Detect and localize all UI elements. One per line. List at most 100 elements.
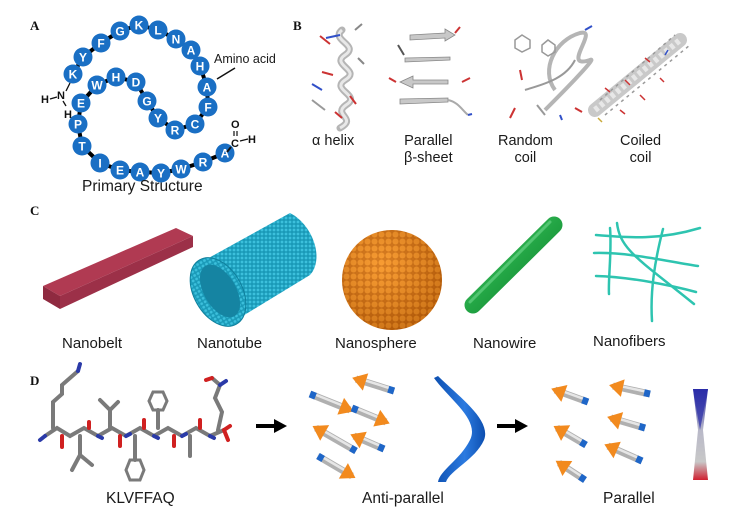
amino-acid-bead: E — [71, 93, 91, 113]
bead-letter: W — [91, 78, 103, 92]
n-terminus-h1: H — [41, 94, 49, 106]
amino-acid-bead: N — [166, 29, 186, 49]
bead-circle — [63, 64, 83, 84]
strand-arrowhead — [607, 412, 624, 430]
beta-strand — [555, 460, 587, 483]
amino-acid-bead: R — [165, 120, 185, 140]
bead-circle — [73, 47, 93, 67]
bead-letter: K — [135, 18, 144, 32]
strand-end — [350, 404, 359, 414]
bead-circle — [148, 108, 168, 128]
panel-letter-d: D — [30, 373, 40, 388]
bead-letter: F — [97, 36, 104, 50]
bead-letter: G — [142, 94, 151, 108]
strand-arrowhead — [609, 379, 625, 397]
klvffaq-molecule — [38, 362, 232, 482]
bead-letter: H — [196, 59, 205, 73]
bead-circle — [110, 21, 130, 41]
amino-acid-annotation: Amino acid — [214, 52, 276, 66]
amino-acid-bead: H — [106, 67, 126, 87]
amino-acid-bead: C — [185, 114, 205, 134]
nanosphere-label: Nanosphere — [335, 335, 417, 352]
strand-end — [638, 422, 646, 432]
beta-strand — [604, 441, 644, 465]
beta-strand — [316, 452, 356, 480]
amino-acid-bead: A — [181, 40, 201, 60]
amino-acid-bead: A — [197, 77, 217, 97]
strand-end — [581, 396, 590, 406]
anti-parallel-strands — [308, 373, 396, 480]
amino-acid-bead: G — [110, 21, 130, 41]
strand-arrowhead — [553, 425, 571, 441]
random-coil-label: Random coil — [498, 133, 553, 166]
bead-letter: R — [171, 123, 180, 137]
coiled-coil-label: Coiled coil — [620, 133, 662, 166]
amino-acid-bead: Y — [73, 47, 93, 67]
panel-letter-c: C — [30, 203, 40, 218]
bead-circle — [171, 159, 191, 179]
amino-acid-bead: E — [110, 160, 130, 180]
alpha-helix-model — [311, 23, 365, 132]
bead-letter: F — [204, 100, 211, 114]
nanowire-shape — [464, 216, 563, 314]
strand-arrowhead — [555, 460, 573, 477]
amino-acid-bead: A — [130, 162, 150, 182]
nanotube-shape — [189, 213, 317, 327]
amino-acid-bead: P — [68, 114, 88, 134]
bead-letter: N — [172, 32, 181, 46]
strand-arrowhead — [337, 397, 354, 415]
n-terminus: H N H — [41, 82, 72, 121]
bead-circle — [181, 40, 201, 60]
strand-end — [308, 390, 317, 400]
bead-circle — [137, 91, 157, 111]
bead-circle — [198, 97, 218, 117]
nanofibers-shape — [592, 221, 702, 323]
beta-strand — [350, 431, 386, 453]
bead-letter: Y — [157, 166, 165, 180]
alpha-helix-label: α helix — [312, 133, 355, 149]
bead-letter: Y — [79, 50, 87, 64]
bead-letter: L — [154, 23, 161, 37]
bead-letter: H — [112, 70, 121, 84]
nanowire-label: Nanowire — [473, 335, 537, 352]
beta-strand — [312, 424, 358, 455]
bead-circle — [130, 162, 150, 182]
bead-letter: R — [199, 155, 208, 169]
bead-circle — [106, 67, 126, 87]
bead-letter: E — [116, 163, 124, 177]
panel-letter-a: A — [30, 18, 40, 33]
bead-letter: A — [136, 165, 145, 179]
strand-end — [635, 455, 644, 465]
bead-letter: G — [115, 24, 124, 38]
strand-arrowhead — [551, 384, 568, 402]
amino-acid-bead: K — [63, 64, 83, 84]
bead-circle — [91, 33, 111, 53]
parallel-label: Parallel — [603, 490, 655, 507]
transition-arrow-2 — [497, 419, 528, 433]
amino-acid-bead: W — [87, 75, 107, 95]
amino-acid-bead: I — [90, 153, 110, 173]
bead-circle — [148, 20, 168, 40]
amino-acid-bead: G — [137, 91, 157, 111]
strand-arrowhead — [350, 431, 367, 449]
bead-letter: A — [221, 146, 230, 160]
bead-letter: I — [98, 156, 101, 170]
nanobelt-shape — [43, 228, 193, 309]
bead-circle — [193, 152, 213, 172]
strand-arrowhead — [373, 409, 390, 427]
beta-strand — [352, 373, 396, 395]
bead-letter: D — [132, 75, 141, 89]
bead-circle — [87, 75, 107, 95]
nanofibers-label: Nanofibers — [593, 333, 666, 350]
parallel-strands — [551, 379, 651, 483]
c-terminus-c: C — [231, 138, 239, 150]
parallel-beta-sheet-label: Parallel β-sheet — [404, 133, 453, 166]
beta-strand — [308, 390, 354, 415]
bead-letter: T — [78, 139, 86, 153]
nanosphere-shape — [342, 230, 442, 330]
strand-end — [377, 443, 386, 453]
c-terminus: O C H — [226, 119, 256, 153]
